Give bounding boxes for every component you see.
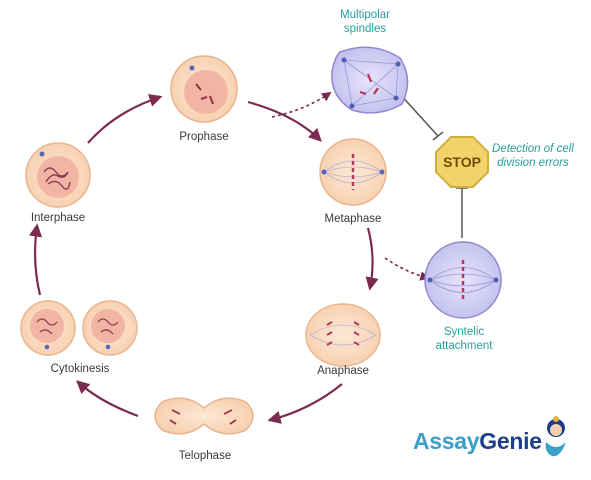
arrow-prophase-to-multipolar	[271, 91, 332, 118]
stop-sign-text: STOP	[443, 154, 481, 170]
arrow-telophase-to-cytokinesis	[76, 380, 139, 418]
logo-part-assay: Assay	[413, 428, 480, 454]
label-metaphase: Metaphase	[324, 213, 382, 225]
anaphase-cell	[305, 303, 381, 367]
label-multipolar-line1: Multipolar	[340, 9, 390, 21]
interphase-cell	[25, 142, 91, 208]
stop-sign: STOP	[435, 136, 489, 188]
label-syntelic-line2: attachment	[435, 340, 493, 352]
telophase-cell	[154, 397, 254, 435]
label-detection-line1: Detection of cell	[492, 143, 574, 155]
label-syntelic-line1: Syntelic	[443, 326, 485, 338]
label-syntelic-attachment: Syntelic attachment	[436, 325, 493, 353]
label-cytokinesis: Cytokinesis	[50, 363, 110, 375]
logo-part-genie: Genie	[479, 428, 542, 454]
arrow-cytokinesis-to-interphase	[29, 223, 43, 296]
label-detection-errors: Detection of cell division errors	[492, 142, 574, 170]
metaphase-cell	[319, 138, 387, 206]
cycle-arrows	[29, 94, 379, 424]
label-anaphase: Anaphase	[317, 365, 369, 377]
label-multipolar-spindles: Multipolar spindles	[340, 8, 390, 36]
error-arrows	[271, 91, 430, 281]
arrow-interphase-to-prophase	[87, 94, 163, 144]
arrow-metaphase-to-anaphase	[365, 227, 379, 291]
arrow-anaphase-to-telophase	[267, 383, 343, 424]
label-interphase: Interphase	[30, 212, 86, 224]
prophase-cell	[170, 55, 238, 123]
assaygenie-logo: AssayGenie	[413, 428, 542, 455]
cytokinesis-cells	[20, 300, 138, 356]
label-detection-line2: division errors	[497, 157, 569, 169]
arrow-metaphase-to-syntelic	[384, 257, 430, 281]
label-multipolar-line2: spindles	[343, 23, 387, 35]
genie-mascot-icon	[545, 416, 566, 457]
arrow-prophase-to-metaphase	[247, 100, 322, 142]
label-telophase: Telophase	[178, 450, 232, 462]
label-prophase: Prophase	[179, 131, 229, 143]
multipolar-spindles-cell	[331, 46, 409, 114]
syntelic-attachment-cell	[424, 241, 502, 319]
